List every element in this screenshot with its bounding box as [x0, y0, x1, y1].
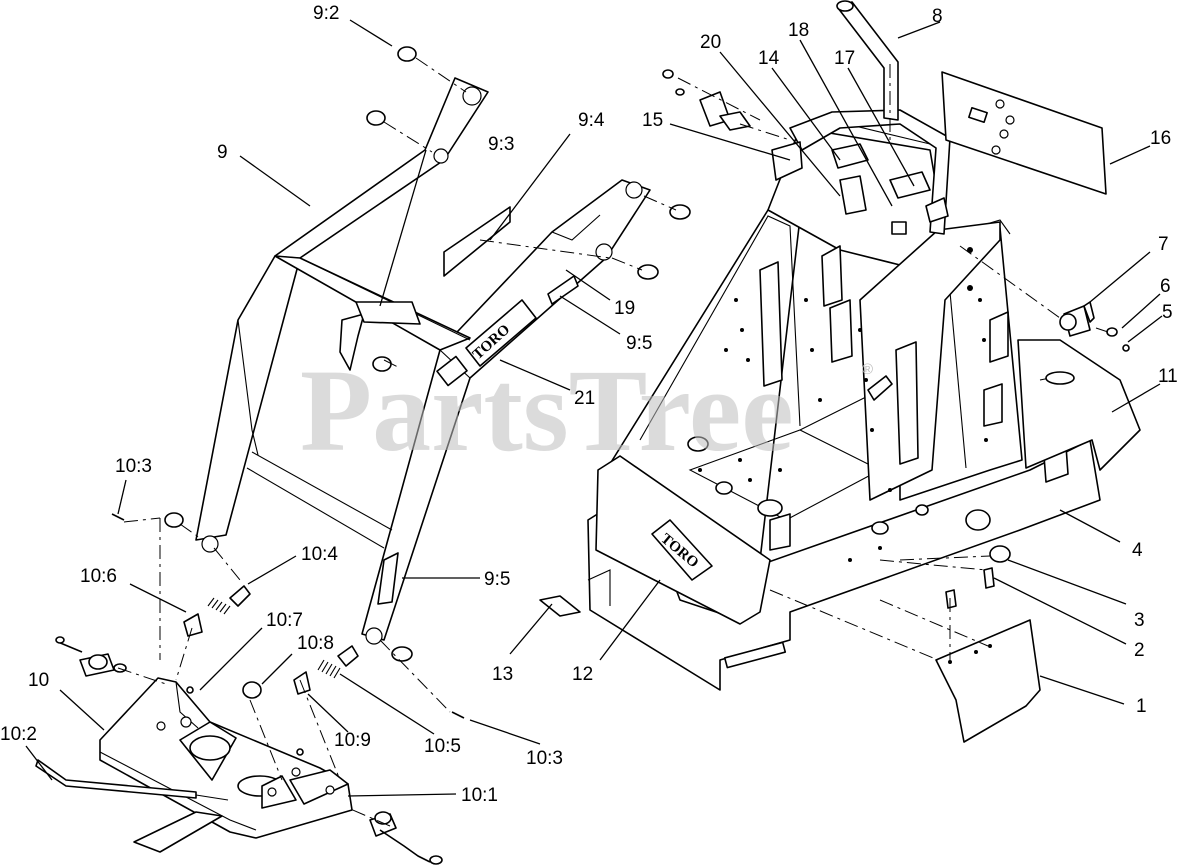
- pivot-pin-7: [1059, 301, 1095, 337]
- callout-10-8: 10:8: [297, 633, 334, 654]
- callout-20: 20: [700, 32, 721, 53]
- callout-9-3: 9:3: [488, 134, 514, 155]
- callout-10-7: 10:7: [266, 610, 303, 631]
- callout-10-9: 10:9: [334, 730, 371, 751]
- spring-10-6: [183, 585, 251, 637]
- callout-10-1: 10:1: [461, 785, 498, 806]
- callout-13: 13: [492, 664, 513, 685]
- callout-10-3-left: 10:3: [115, 456, 152, 477]
- callout-21: 21: [574, 388, 595, 409]
- callout-2: 2: [1134, 640, 1145, 661]
- callout-10-3-right: 10:3: [526, 748, 563, 769]
- callout-labels: 9:2 9 9:3 9:4 19 9:5 21 9:5 10:3 10:4 10…: [0, 3, 1178, 806]
- decal-16: [941, 71, 1107, 195]
- pivot-hole: [433, 148, 449, 164]
- pivot-hole: [625, 181, 643, 199]
- pivot-hole: [462, 86, 482, 106]
- frame-mast-plate: [859, 221, 1001, 501]
- quick-attach-handle: [35, 759, 197, 799]
- latch-pin-upper: [55, 636, 127, 677]
- cotter-pin-10-3: [111, 513, 125, 521]
- arm-plate: [436, 355, 468, 387]
- loader-arm-assembly: TORO: [164, 46, 691, 662]
- watermark: PartsTree ®: [300, 345, 873, 476]
- pivot-hole: [365, 627, 383, 645]
- cotter-pin-10-3: [451, 711, 465, 719]
- callout-9-2: 9:2: [313, 3, 339, 24]
- bushing-10-8: [242, 681, 262, 699]
- callout-17: 17: [834, 48, 855, 69]
- callout-1: 1: [1136, 696, 1147, 717]
- pin-10-7: [186, 686, 194, 694]
- callout-16: 16: [1150, 128, 1171, 149]
- control-lever-8: [837, 1, 899, 121]
- decal-9-4: [443, 206, 511, 277]
- assembly-center-lines: [117, 57, 1109, 827]
- callout-14: 14: [758, 48, 780, 69]
- bracket-17: [889, 171, 931, 199]
- bolt-2: [983, 567, 995, 589]
- watermark-trademark: ®: [862, 361, 873, 378]
- callout-leader-lines: [25, 19, 1163, 797]
- frame-decal: [867, 375, 893, 401]
- bolt-6: [1106, 327, 1118, 337]
- callout-7: 7: [1158, 234, 1169, 255]
- callout-10-5: 10:5: [424, 736, 461, 757]
- callout-19: 19: [614, 298, 635, 319]
- callout-4: 4: [1132, 540, 1143, 561]
- bushing-9-2: [164, 46, 691, 662]
- bottom-shield-1: [935, 619, 1041, 743]
- callout-9-5-bottom: 9:5: [484, 569, 510, 590]
- callout-3: 3: [1134, 610, 1145, 631]
- frame-rivet-holes: [698, 247, 988, 562]
- quick-attach-plate: [99, 677, 353, 839]
- quick-attach-assembly: [35, 513, 465, 865]
- callout-10-2: 10:2: [0, 724, 37, 745]
- callout-18: 18: [788, 20, 809, 41]
- rear-hood-11: [1017, 339, 1141, 471]
- frame-cutouts: [687, 245, 1069, 551]
- control-tower-assembly: [662, 0, 951, 235]
- loader-arm-lower-crossbar: [246, 451, 393, 549]
- callout-9: 9: [217, 142, 228, 163]
- decal-9-3: [355, 301, 421, 325]
- callout-10-6: 10:6: [80, 566, 117, 587]
- bracket-14: [831, 143, 869, 169]
- washer-5: [1122, 344, 1130, 352]
- spring-10-5: [293, 645, 359, 695]
- decal-13: [539, 595, 581, 617]
- watermark-text: PartsTree: [300, 345, 794, 476]
- callout-12: 12: [572, 664, 593, 685]
- control-panel-15: [771, 141, 803, 181]
- callout-9-4: 9:4: [578, 110, 605, 131]
- callout-10: 10: [28, 670, 49, 691]
- callout-8: 8: [932, 6, 943, 27]
- callout-15: 15: [642, 110, 663, 131]
- bushing-3: [989, 545, 1011, 563]
- callout-5: 5: [1162, 302, 1173, 323]
- latch-pin-10-1: [369, 811, 443, 865]
- callout-11: 11: [1158, 366, 1178, 387]
- bracket-18: [839, 175, 867, 215]
- callout-6: 6: [1160, 276, 1171, 297]
- control-panel-handle: [789, 109, 951, 235]
- attach-cone: [189, 735, 231, 761]
- callout-10-4: 10:4: [301, 544, 338, 565]
- decal-9-5-bottom: [377, 552, 399, 605]
- callout-9-5-top: 9:5: [626, 333, 652, 354]
- crossbar-bracket: [339, 313, 365, 371]
- decal-9-5-top: [547, 275, 579, 305]
- pivot-hole: [595, 243, 613, 261]
